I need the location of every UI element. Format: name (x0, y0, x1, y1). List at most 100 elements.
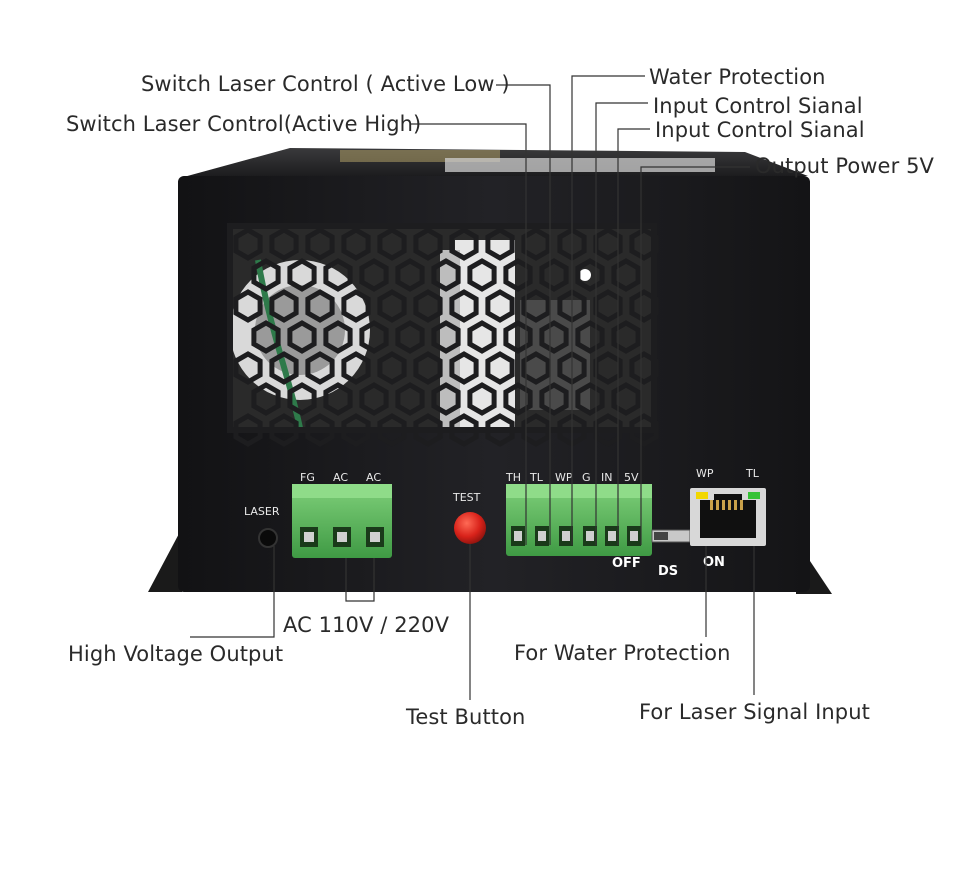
callout-active-low: Switch Laser Control ( Active Low ) (141, 72, 510, 96)
vent-hole (323, 258, 353, 292)
vent-hole (251, 320, 281, 354)
terminal-screw (562, 531, 570, 541)
terminal-screw (608, 531, 616, 541)
vent-frame (227, 223, 657, 433)
vent-hole (413, 227, 443, 261)
terminal-screw (538, 531, 546, 541)
leader-high-voltage (190, 546, 275, 638)
vent-hole (233, 351, 263, 385)
vent-hole (305, 289, 335, 323)
vent-hole (485, 413, 515, 447)
rj45-port (690, 488, 766, 546)
vent-hole (449, 351, 479, 385)
leader-input-control-2 (617, 128, 650, 545)
vent-hole (467, 258, 497, 292)
panel-label-ds: DS (658, 564, 678, 579)
terminal-screw (586, 531, 594, 541)
control-terminal-block (506, 484, 652, 556)
vent-hole (449, 413, 479, 447)
panel-label-rj-wp: WP (696, 467, 714, 480)
vent-hole (377, 413, 407, 447)
vent-hole (575, 320, 605, 354)
vent-hole (467, 382, 497, 416)
vent-hole (431, 320, 461, 354)
vent-hole (611, 382, 641, 416)
vent-hole (521, 289, 551, 323)
vent-hole (323, 320, 353, 354)
terminal-screw (630, 531, 638, 541)
vent-hole (305, 413, 335, 447)
vent-hole (359, 382, 389, 416)
leader-input-control-1 (595, 102, 648, 545)
vent-hole (287, 258, 317, 292)
vent-hole (287, 382, 317, 416)
vent-hole (449, 227, 479, 261)
vent-hole (431, 382, 461, 416)
vent-hole (413, 413, 443, 447)
vent-hole (323, 382, 353, 416)
vent-hole (485, 227, 515, 261)
panel-label-tl: TL (529, 471, 544, 484)
vent-hole (269, 227, 299, 261)
vent-hole (449, 289, 479, 323)
leader-output-power (640, 166, 750, 545)
vent-hole (485, 351, 515, 385)
vent-hole (539, 382, 569, 416)
vent-hole (395, 382, 425, 416)
vent-hole (305, 227, 335, 261)
ventilation-mesh (227, 223, 659, 447)
vent-hole (431, 258, 461, 292)
high-voltage-socket (258, 528, 278, 548)
callout-water-protection-port: For Water Protection (514, 641, 731, 665)
vent-hole (233, 227, 263, 261)
panel-label-th: TH (505, 471, 521, 484)
vent-hole (341, 289, 371, 323)
vent-hole (413, 351, 443, 385)
vent-hole (467, 320, 497, 354)
vent-hole (503, 382, 533, 416)
vent-hole (269, 351, 299, 385)
vent-hole (503, 320, 533, 354)
leader-active-high (410, 123, 527, 545)
vent-hole (233, 289, 263, 323)
leader-ac (345, 558, 375, 602)
ac-terminal-block (292, 484, 392, 558)
callout-input-control-2: Input Control Sianal (655, 118, 865, 142)
vent-hole (359, 320, 389, 354)
vent-hole (575, 258, 605, 292)
panel-label-laser: LASER (244, 505, 280, 518)
vent-hole (359, 258, 389, 292)
panel-label-on: ON (703, 555, 725, 570)
panel-label-5v: 5V (624, 471, 639, 484)
panel-label-fg: FG (300, 471, 315, 484)
vent-hole (413, 289, 443, 323)
callout-input-control-1: Input Control Sianal (653, 94, 863, 118)
leader-water-protection (571, 75, 645, 545)
panel-label-ac2: AC (366, 471, 381, 484)
callout-water-protection: Water Protection (649, 65, 826, 89)
callout-ac-input: AC 110V / 220V (283, 613, 450, 637)
left-mounting-foot (148, 528, 182, 592)
vent-hole (251, 258, 281, 292)
vent-hole (287, 320, 317, 354)
vent-hole (341, 351, 371, 385)
vent-hole (377, 289, 407, 323)
panel-label-g: G (582, 471, 591, 484)
vent-hole (341, 413, 371, 447)
vent-hole (521, 351, 551, 385)
vent-hole (377, 227, 407, 261)
test-button (454, 512, 486, 544)
vent-hole (269, 289, 299, 323)
leader-active-low (496, 84, 551, 545)
panel-label-wp: WP (555, 471, 573, 484)
vent-hole (233, 413, 263, 447)
terminal-screw (514, 531, 522, 541)
vent-hole (395, 258, 425, 292)
vent-hole (521, 227, 551, 261)
panel-label-off: OFF (612, 556, 641, 571)
vent-hole (251, 382, 281, 416)
callout-test-button: Test Button (406, 705, 526, 729)
vent-hole (611, 320, 641, 354)
callout-high-voltage: High Voltage Output (68, 642, 284, 666)
